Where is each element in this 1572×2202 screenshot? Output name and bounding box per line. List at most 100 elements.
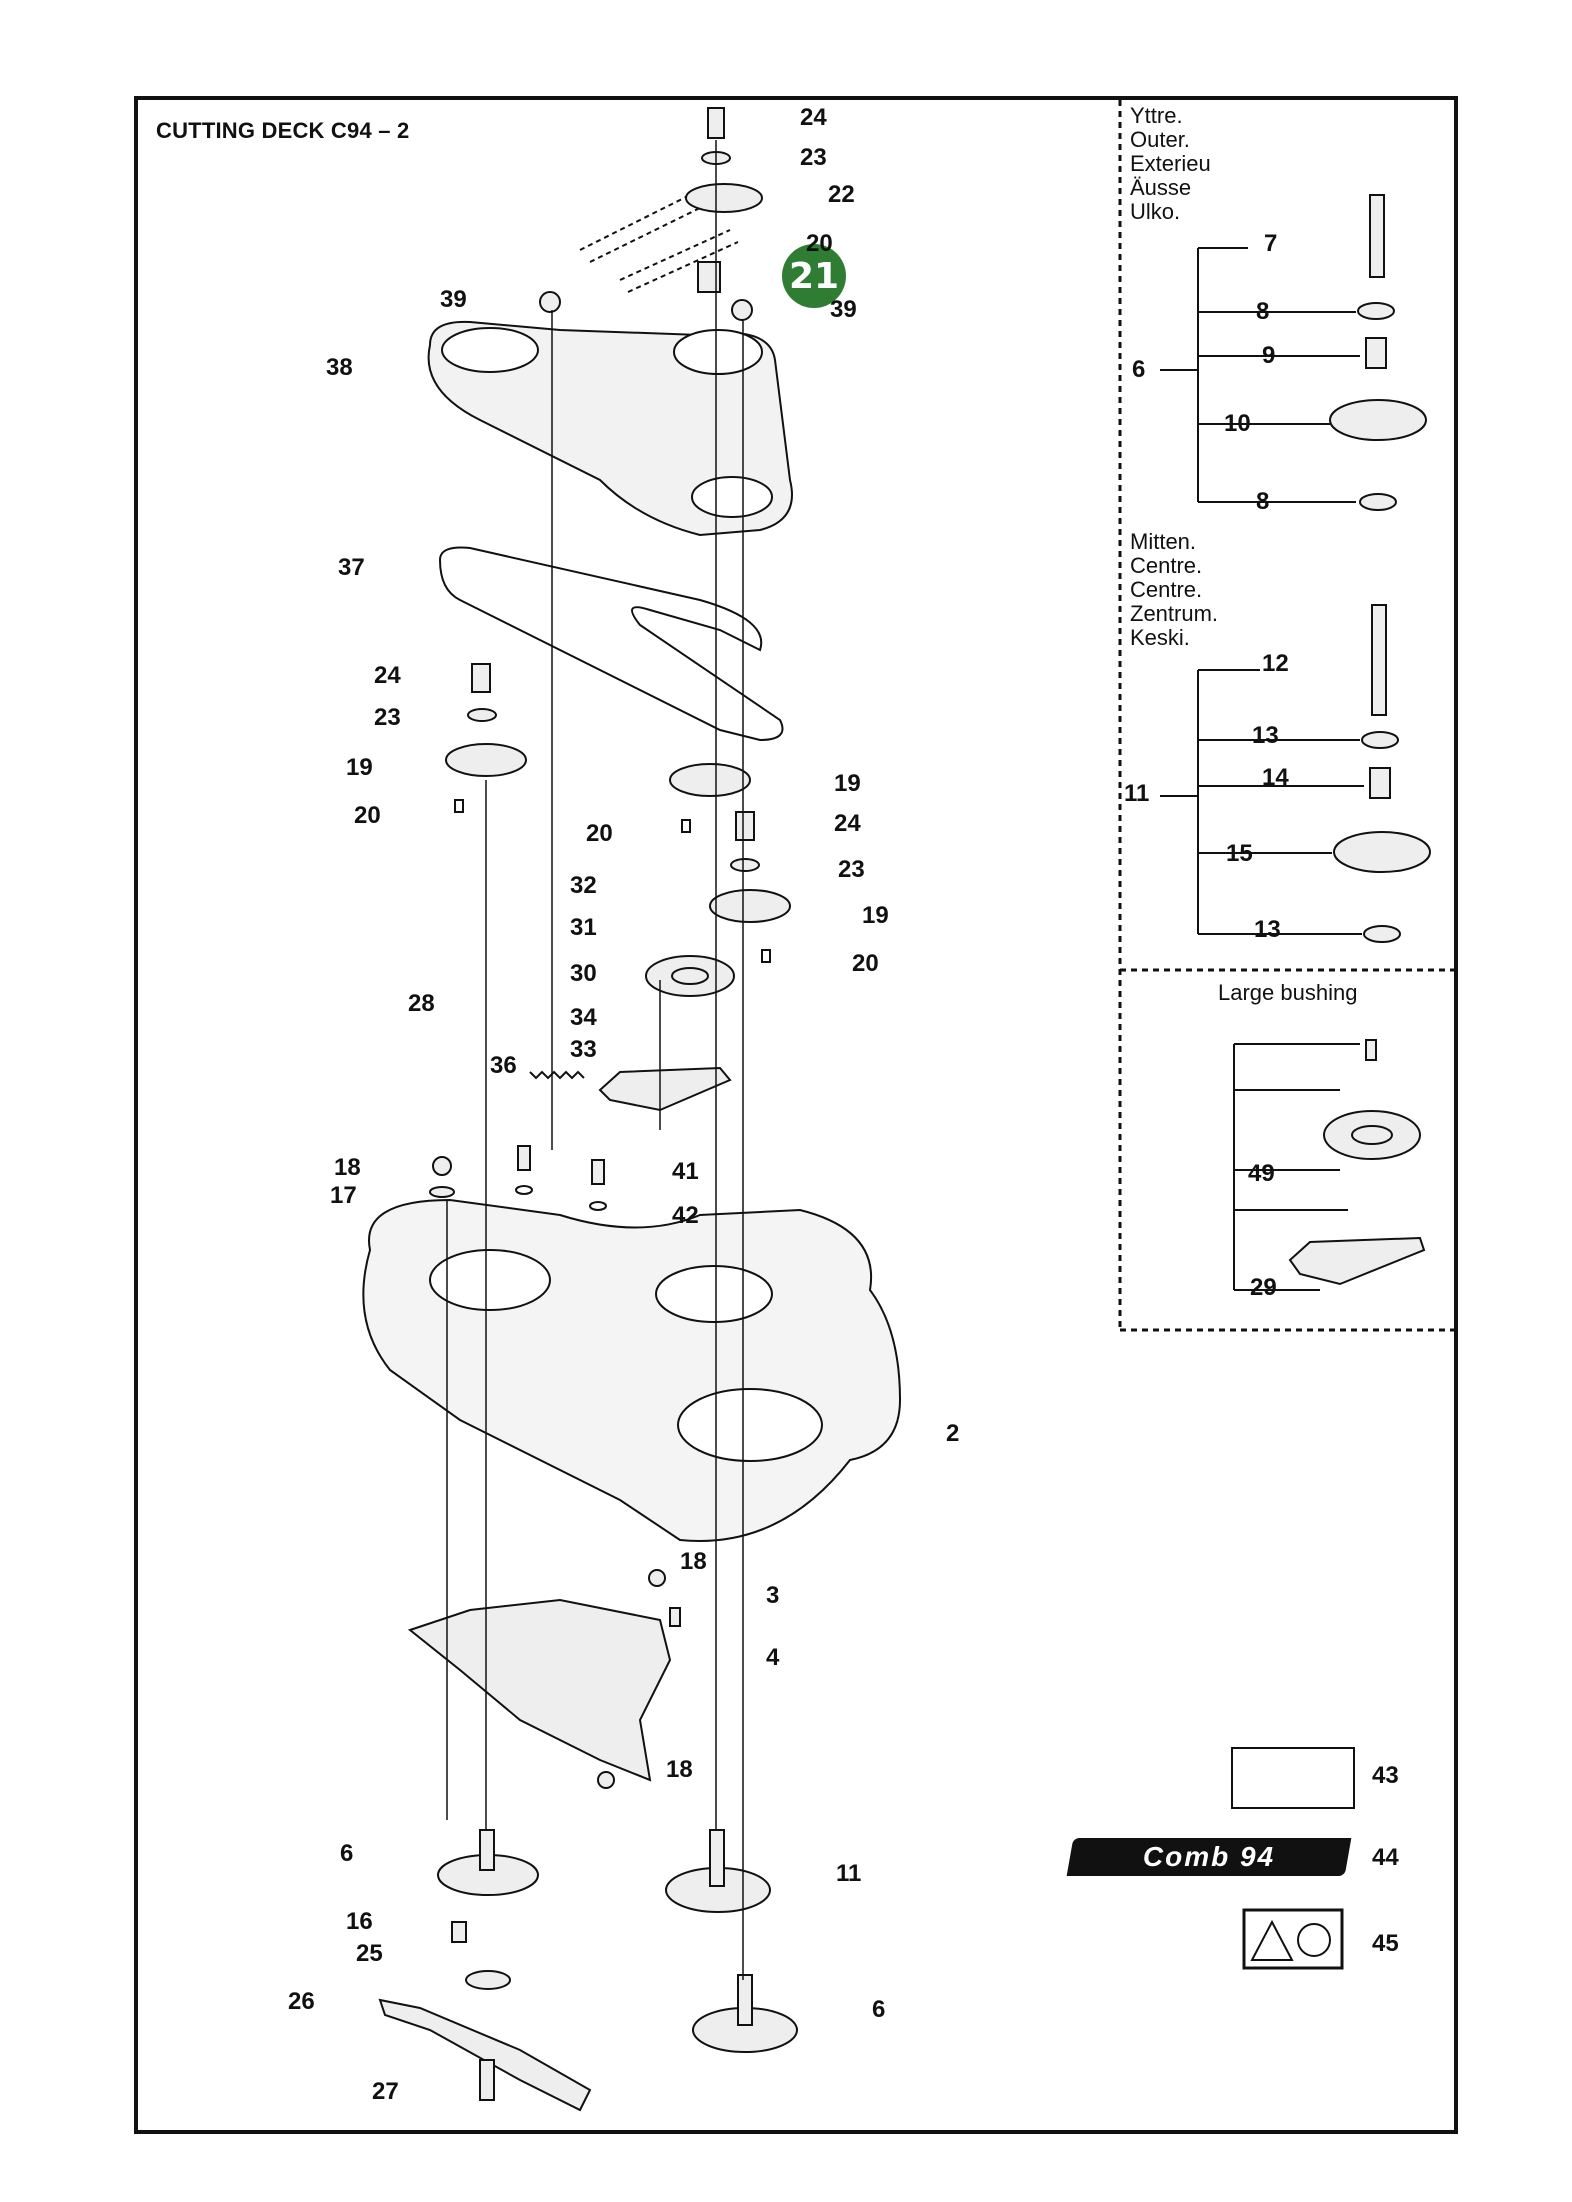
part-label[interactable]: 34: [570, 1004, 597, 1031]
part-label[interactable]: 25: [356, 1940, 383, 1967]
spindle-6-right-shaft: [737, 1974, 753, 2026]
part-label[interactable]: 8: [1256, 488, 1270, 515]
part-label[interactable]: 23: [838, 856, 865, 883]
belt-37: [438, 546, 784, 742]
belt-guard-plate: [427, 320, 793, 537]
part-label[interactable]: 18: [680, 1548, 707, 1575]
part-label[interactable]: 32: [570, 872, 597, 899]
spindle-6-left-shaft: [479, 1829, 495, 1871]
spring-36: [529, 1070, 585, 1080]
part-label[interactable]: 28: [408, 990, 435, 1017]
bolt-3: [669, 1607, 681, 1627]
part-label[interactable]: 18: [334, 1154, 361, 1181]
bushing-21: [697, 261, 721, 293]
deck-bracket-4: [407, 1598, 672, 1782]
bearing-25: [465, 1970, 511, 1990]
cutting-deck-housing: [362, 1198, 902, 1542]
part-label[interactable]: 19: [834, 770, 861, 797]
part-label[interactable]: 30: [570, 960, 597, 987]
deck-spindle-opening-center: [655, 1265, 773, 1323]
part-label[interactable]: 29: [1250, 1274, 1277, 1301]
part-label[interactable]: 20: [354, 802, 381, 829]
part-label[interactable]: 13: [1252, 722, 1279, 749]
part-label[interactable]: 4: [766, 1644, 780, 1671]
part-label[interactable]: 24: [374, 662, 401, 689]
guard-pulley-opening-center: [691, 476, 773, 518]
section-outer-label: Yttre.: [1130, 103, 1183, 128]
part-label[interactable]: 31: [570, 914, 597, 941]
part-label[interactable]: 15: [1226, 840, 1253, 867]
part-label[interactable]: 42: [672, 1202, 699, 1229]
part-label[interactable]: 11: [1124, 780, 1150, 807]
key-20-center: [681, 819, 691, 833]
pulley-19-center: [669, 763, 751, 797]
part-label[interactable]: 8: [1256, 298, 1270, 325]
part-label[interactable]: 24: [834, 810, 861, 837]
blade-26: [378, 1998, 592, 2112]
part-label[interactable]: 19: [346, 754, 373, 781]
part-label[interactable]: 12: [1262, 650, 1289, 677]
bolt-24-left: [471, 663, 491, 693]
part-label[interactable]: 24: [800, 104, 827, 131]
part-label[interactable]: 18: [666, 1756, 693, 1783]
section-outer-label: Outer.: [1130, 127, 1190, 152]
part-label[interactable]: 23: [800, 144, 827, 171]
part-label[interactable]: 39: [440, 286, 467, 313]
part-label[interactable]: 41: [672, 1158, 699, 1185]
part-label[interactable]: 36: [490, 1052, 517, 1079]
washer-42a: [515, 1185, 533, 1195]
deck-spindle-opening-left: [429, 1249, 551, 1311]
bolt-41b: [591, 1159, 605, 1185]
part-label[interactable]: 9: [1262, 342, 1276, 369]
pulley-19-right: [709, 889, 791, 923]
part-label[interactable]: 6: [872, 1996, 886, 2023]
section-centre-label: Keski.: [1130, 625, 1190, 650]
part-label[interactable]: 11: [836, 1860, 862, 1887]
bolt-27: [479, 2059, 495, 2101]
part-label[interactable]: 26: [288, 1988, 315, 2015]
part-label[interactable]: 39: [830, 296, 857, 323]
section-centre-label: Zentrum.: [1130, 601, 1219, 626]
idler-pulley-30: [645, 955, 735, 997]
bearing-8-outer-bottom: [1359, 493, 1397, 511]
section-centre-label: Centre.: [1130, 577, 1203, 602]
part-label[interactable]: 43: [1372, 1762, 1399, 1789]
part-label[interactable]: 23: [374, 704, 401, 731]
part-label[interactable]: 45: [1372, 1930, 1399, 1957]
part-label[interactable]: 14: [1262, 764, 1289, 791]
part-label[interactable]: 37: [338, 554, 365, 581]
part-label[interactable]: 49: [1248, 1160, 1275, 1187]
part-label[interactable]: 22: [828, 181, 855, 208]
large-bushing-plate: [1288, 1236, 1426, 1286]
highlight-badge-21[interactable]: 21: [782, 244, 846, 308]
section-outer-label: Äusse: [1130, 175, 1192, 200]
part-label[interactable]: 16: [346, 1908, 373, 1935]
part-label[interactable]: 20: [586, 820, 613, 847]
part-label[interactable]: 19: [862, 902, 889, 929]
section-outer-labels: Yttre. Outer. Exterieu Äusse Ulko.: [1130, 104, 1211, 224]
part-label[interactable]: 38: [326, 354, 353, 381]
part-label[interactable]: 27: [372, 2078, 399, 2105]
diagram-title: CUTTING DECK C94 – 2: [156, 118, 410, 143]
part-label[interactable]: 2: [946, 1420, 960, 1447]
key-20-left: [454, 799, 464, 813]
part-label[interactable]: 20: [806, 230, 833, 257]
key-20-right: [761, 949, 771, 963]
part-label[interactable]: 6: [340, 1840, 354, 1867]
screw-39-right: [731, 299, 753, 321]
part-label[interactable]: 6: [1132, 356, 1146, 383]
section-centre-label: Centre.: [1130, 553, 1203, 578]
part-label[interactable]: 17: [330, 1182, 357, 1209]
part-label[interactable]: 13: [1254, 916, 1281, 943]
part-label[interactable]: 44: [1372, 1844, 1399, 1871]
washer-42b: [589, 1201, 607, 1211]
part-label[interactable]: 10: [1224, 410, 1251, 437]
pulley-19-left: [445, 743, 527, 777]
bolt-24-top: [707, 107, 725, 139]
part-label[interactable]: 3: [766, 1582, 780, 1609]
deck-spindle-opening-right: [677, 1388, 823, 1462]
part-label[interactable]: 33: [570, 1036, 597, 1063]
part-label[interactable]: 7: [1264, 230, 1278, 257]
part-label[interactable]: 20: [852, 950, 879, 977]
